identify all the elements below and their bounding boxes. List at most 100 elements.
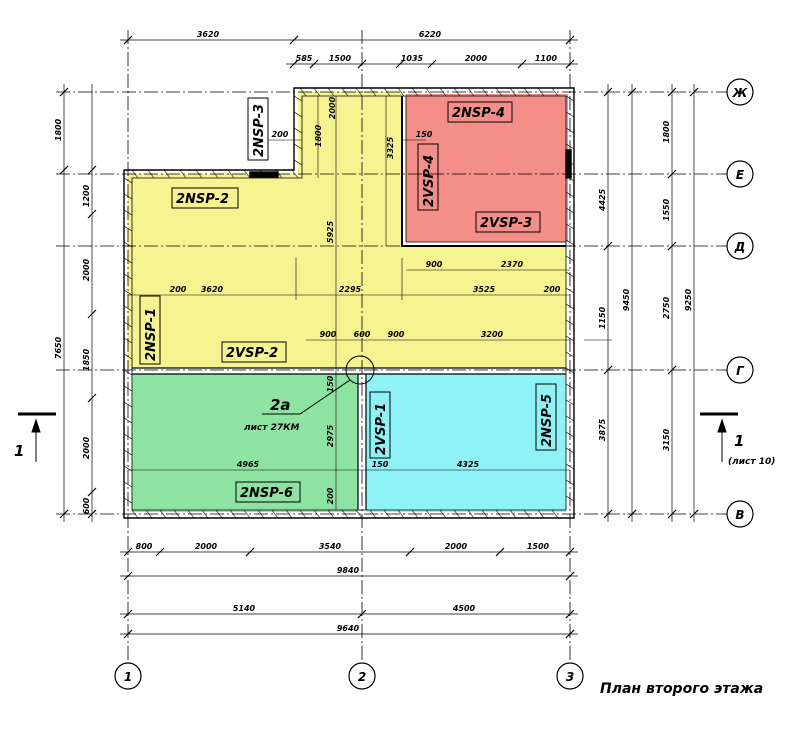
wall-tick <box>327 509 335 519</box>
wall-tick <box>123 337 133 344</box>
dim-text: 3620 <box>201 285 224 294</box>
vertical-dimension-texts: 1800 7650 1200 2000 1850 2000 600 4425 1… <box>54 96 693 514</box>
axis-col-2: 2 <box>358 670 366 684</box>
axis-labels: Ж Е Д Г В 1 2 3 <box>124 86 748 684</box>
dim-text: 900 <box>426 260 443 269</box>
wall-tick <box>195 169 203 179</box>
wall-tick <box>355 87 363 97</box>
dim-text: 6220 <box>419 30 442 39</box>
wall-tick <box>123 193 133 200</box>
dim-text: 2000 <box>195 542 218 551</box>
dim-text: 5925 <box>326 220 335 243</box>
dim-text: 150 <box>416 130 433 139</box>
wall-tick <box>537 509 545 519</box>
dim-text: 4425 <box>598 188 607 212</box>
room-label-vsp1: 2VSP-1 <box>374 403 389 455</box>
dim-text: 900 <box>388 330 405 339</box>
axis-row-g: Г <box>736 364 745 378</box>
wall-tick <box>565 111 575 118</box>
wall-tick <box>275 169 283 179</box>
wall-tick <box>271 509 279 519</box>
wall-tick <box>123 353 133 360</box>
wall-tick <box>565 351 575 358</box>
dim-text: 3540 <box>319 542 342 551</box>
wall-tick <box>243 509 251 519</box>
wall-tick <box>123 225 133 232</box>
dim-text: 600 <box>82 497 91 514</box>
wall-tick <box>565 175 575 182</box>
wall-tick <box>123 241 133 248</box>
axis-row-v: В <box>735 508 744 522</box>
wall-tick <box>397 87 405 97</box>
wall-tick <box>425 509 433 519</box>
wall-tick <box>551 509 559 519</box>
room-label-vsp4: 2VSP-4 <box>422 155 437 207</box>
dim-text: 1800 <box>314 124 323 147</box>
wall-tick <box>509 87 517 97</box>
wall-tick <box>467 87 475 97</box>
wall-tick <box>229 509 237 519</box>
wall-tick <box>123 321 133 328</box>
dim-text: 600 <box>354 330 371 339</box>
wall-tick <box>293 143 303 150</box>
drawing-caption: План второго этажа <box>600 681 763 697</box>
dim-ticks <box>59 35 699 639</box>
dim-text: 3150 <box>662 428 671 451</box>
dim-text: 1200 <box>82 184 91 207</box>
wall-tick <box>187 509 195 519</box>
wall-tick <box>123 497 133 504</box>
wall-tick <box>293 111 303 118</box>
wall-tick <box>369 509 377 519</box>
wall-tick <box>565 239 575 246</box>
wall-tick <box>565 223 575 230</box>
wall-tick <box>383 509 391 519</box>
wall-tick <box>123 369 133 376</box>
room-label-nsp6: 2NSP-6 <box>240 486 293 501</box>
wall-tick <box>565 287 575 294</box>
section-marks <box>18 412 738 462</box>
wall-tick <box>293 127 303 134</box>
dim-text: 2000 <box>82 436 91 459</box>
dim-text: 2295 <box>339 285 362 294</box>
dim-text: 2750 <box>662 296 671 319</box>
dim-text: 150 <box>372 460 389 469</box>
wall-tick <box>369 87 377 97</box>
dim-text: 800 <box>136 542 153 551</box>
dim-text: 900 <box>320 330 337 339</box>
wall-tick <box>159 509 167 519</box>
wall-tick <box>439 509 447 519</box>
callout-label: 2a <box>270 396 291 414</box>
wall-tick <box>243 169 251 179</box>
wall-tick <box>453 509 461 519</box>
dim-text: 2000 <box>328 96 337 119</box>
wall-tick <box>551 87 559 97</box>
axis-row-e: Е <box>736 168 745 182</box>
dim-text: 200 <box>170 285 187 294</box>
dim-text: 150 <box>326 375 335 392</box>
room-label-nsp4: 2NSP-4 <box>452 106 505 121</box>
wall-tick <box>565 271 575 278</box>
axis-col-3: 3 <box>566 670 574 684</box>
wall-tick <box>145 509 153 519</box>
wall-tick <box>285 509 293 519</box>
walls <box>123 87 575 519</box>
wall-tick <box>411 87 419 97</box>
dim-text: 3525 <box>473 285 496 294</box>
dim-text: 3325 <box>386 136 395 159</box>
room-fill-cyan <box>366 374 566 512</box>
wall-tick <box>227 169 235 179</box>
wall-tick <box>565 479 575 486</box>
wall-tick <box>123 449 133 456</box>
dim-text: 200 <box>544 285 561 294</box>
wall-tick <box>453 87 461 97</box>
room-fill-green <box>132 374 358 512</box>
dim-text: 200 <box>326 487 335 504</box>
dim-text: 4500 <box>452 604 476 613</box>
room-label-nsp1: 2NSP-1 <box>144 308 159 361</box>
room-label-nsp2: 2NSP-2 <box>176 192 229 207</box>
wall-tick <box>565 447 575 454</box>
wall-tick <box>341 87 349 97</box>
wall-tick <box>123 385 133 392</box>
internal-dim-lines <box>128 96 612 510</box>
